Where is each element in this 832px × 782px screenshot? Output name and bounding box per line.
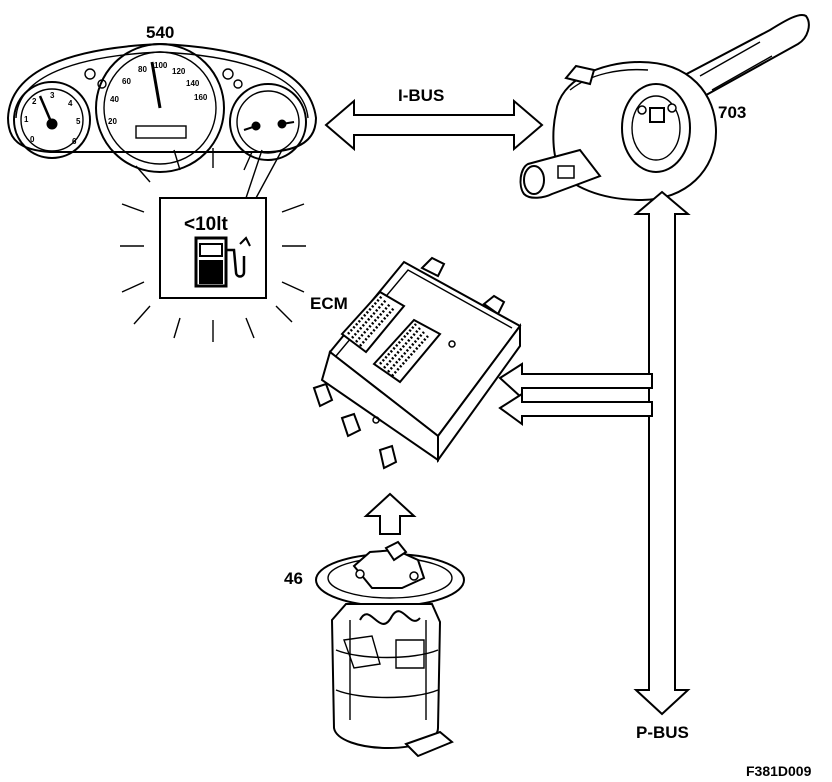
ecm-connector-right [372, 318, 442, 384]
speedo-tick-20: 20 [108, 117, 117, 126]
fuel-temp-gauge [229, 83, 307, 161]
tacho-tick-1: 1 [24, 115, 29, 124]
label-pbus: P-BUS [636, 723, 689, 742]
ecm-unit [312, 256, 522, 470]
tacho-tick-5: 5 [76, 117, 81, 126]
steering-column-module [519, 14, 810, 202]
tacho-tick-2: 2 [32, 97, 37, 106]
tacho-tick-0: 0 [30, 135, 35, 144]
speedo-tick-100: 100 [154, 61, 168, 70]
fuel-pump-icon [194, 236, 251, 288]
pbus-arrow [633, 190, 691, 716]
speedo-tick-140: 140 [186, 79, 200, 88]
pump-to-ecm-arrow [363, 492, 417, 535]
warning-rays [120, 148, 306, 342]
label-703: 703 [718, 103, 746, 122]
label-46: 46 [284, 569, 303, 588]
ibus-arrow [324, 98, 544, 152]
fuel-pump-module [315, 540, 465, 758]
tachometer-gauge: 0 1 2 3 4 5 6 [13, 81, 91, 159]
label-ecm: ECM [310, 294, 348, 313]
speedo-tick-40: 40 [110, 95, 119, 104]
speedo-tick-60: 60 [122, 77, 131, 86]
fuel-warning-display: <10lt [120, 148, 306, 342]
fuel-warning-text: <10lt [184, 214, 229, 235]
label-ibus: I-BUS [398, 86, 444, 105]
speedo-tick-120: 120 [172, 67, 186, 76]
label-540: 540 [146, 23, 174, 42]
speedo-tick-80: 80 [138, 65, 147, 74]
tacho-tick-4: 4 [68, 99, 73, 108]
speedometer-gauge: 20 40 60 80 100 120 140 160 [95, 43, 225, 173]
tacho-tick-3: 3 [50, 91, 55, 100]
ecm-connector-left [340, 290, 406, 354]
speedo-tick-160: 160 [194, 93, 208, 102]
instrument-cluster: 0 1 2 3 4 5 6 20 40 60 80 100 120 140 16… [6, 42, 318, 173]
tacho-tick-6: 6 [72, 137, 77, 146]
figure-code: F381D009 [746, 763, 812, 779]
ecm-input-arrows [498, 362, 653, 426]
